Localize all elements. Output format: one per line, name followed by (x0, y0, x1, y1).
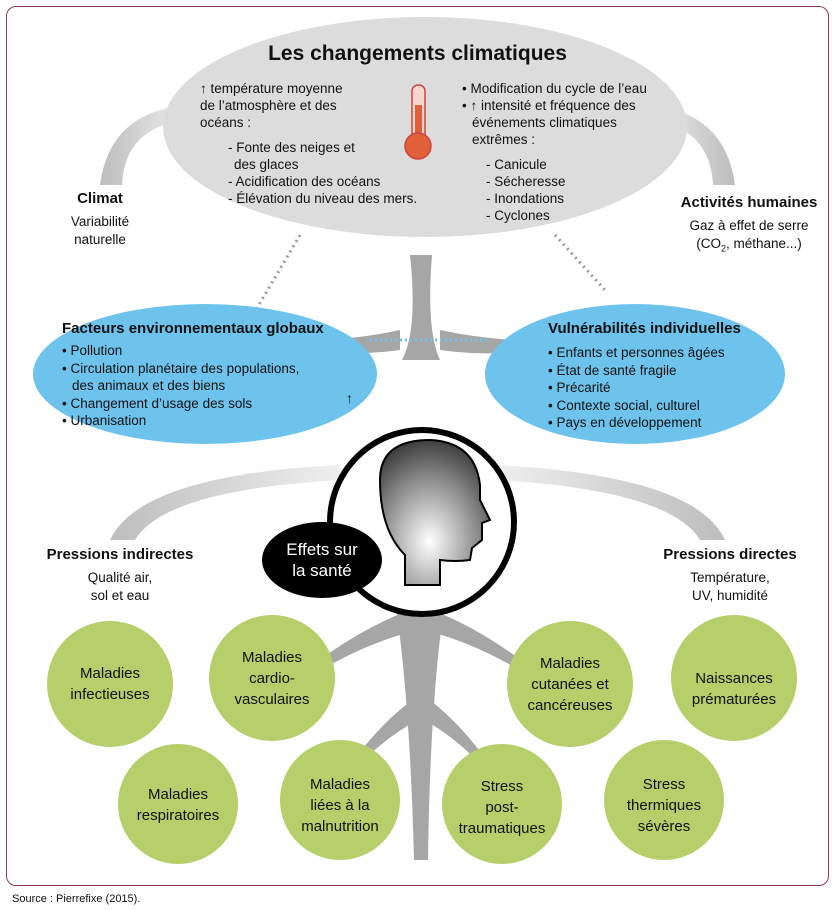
pressions-indirectes-sub: sol et eau (90, 588, 150, 603)
facteurs-item: • Circulation planétaire des populations… (62, 360, 300, 376)
center-left-text: ↑ température moyenne de l’atmosphère et… (200, 80, 417, 207)
text-line: - Acidification des océans (228, 174, 381, 189)
effets-label: Effets sur la santé (262, 539, 382, 581)
text-line: • Modification du cycle de l’eau (462, 81, 647, 96)
vulnerabilites-item: • Enfants et personnes âgées (548, 345, 725, 360)
activites-label: Activités humaines Gaz à effet de serre … (664, 194, 834, 258)
effets-ellipse (262, 522, 382, 598)
pressions-indirectes-title: Pressions indirectes (46, 546, 194, 563)
pressions-directes-sub: UV, humidité (691, 588, 769, 603)
vulnerabilites-item: • Précarité (548, 380, 611, 395)
facteurs-block: Facteurs environnementaux globaux • Poll… (62, 320, 324, 430)
vulnerabilites-item: • Contexte social, culturel (548, 397, 700, 413)
dotted-connector-right (553, 233, 607, 292)
text-line: - Fonte des neiges et (228, 140, 355, 155)
pressions-directes-title: Pressions directes (663, 546, 797, 563)
effets-line: Effets sur (286, 540, 358, 559)
frame (6, 6, 829, 886)
pressions-directes-label: Pressions directes Température, UV, humi… (640, 546, 820, 605)
spacer (200, 131, 417, 139)
text-line: de l’atmosphère et des (200, 98, 337, 113)
climat-label: Climat Variabilité naturelle (50, 190, 150, 249)
climat-sub: Variabilité (70, 214, 130, 229)
pressions-indirectes-label: Pressions indirectes Qualité air, sol et… (30, 546, 210, 605)
text-line: événements climatiques (472, 115, 617, 130)
center-right-text: • Modification du cycle de l’eau • ↑ int… (462, 80, 647, 224)
arc-directes (495, 465, 725, 540)
activites-sub2: (CO2, méthane...) (696, 236, 802, 254)
climat-sub: naturelle (74, 232, 126, 247)
disease-circles (47, 615, 797, 864)
text-line: - Élévation du niveau des mers. (228, 191, 418, 206)
vulnerabilites-block: Vulnérabilités individuelles • Enfants e… (548, 320, 741, 432)
facteurs-item: • Pollution (62, 343, 123, 358)
effets-line: la santé (292, 561, 352, 580)
vulnerabilites-ellipse (485, 304, 785, 444)
thermometer-icon (404, 84, 432, 160)
arc-climat (100, 105, 190, 185)
climat-title: Climat (77, 190, 123, 207)
text-line: - Canicule (486, 157, 547, 172)
facteurs-item: • Changement d’usage des sols (62, 395, 253, 411)
text-line: - Inondations (486, 191, 565, 206)
facteurs-item: des animaux et des biens (72, 378, 226, 393)
dotted-connector-left (248, 234, 302, 321)
activites-title: Activités humaines (680, 194, 818, 211)
facteurs-ellipse (33, 304, 377, 444)
pressions-indirectes-sub: Qualité air, (87, 570, 153, 585)
text-line: océans : (200, 115, 252, 130)
main-title: Les changements climatiques (268, 42, 567, 65)
head-icon (378, 438, 492, 586)
pressions-directes-sub: Température, (690, 570, 770, 585)
text-line: - Cyclones (486, 208, 550, 223)
source-caption: Source : Pierrefixe (2015). (12, 893, 141, 905)
facteurs-item: • Urbanisation (62, 413, 147, 428)
facteurs-title: Facteurs environnementaux globaux (62, 320, 324, 337)
spacer (462, 148, 647, 156)
up-arrow-icon: ↑ (346, 390, 353, 406)
text-line: • ↑ intensité et fréquence des (462, 98, 636, 113)
activites-sub: Gaz à effet de serre (689, 218, 809, 233)
arc-activites (645, 105, 735, 185)
arc-indirectes (110, 465, 340, 540)
vulnerabilites-title: Vulnérabilités individuelles (548, 320, 741, 337)
text-line: extrêmes : (472, 132, 536, 147)
text-line: des glaces (234, 157, 299, 172)
text-line: ↑ température moyenne (200, 81, 343, 96)
vulnerabilites-item: • Pays en développement (548, 415, 702, 430)
vulnerabilites-item: • État de santé fragile (548, 362, 677, 378)
text-line: - Sécheresse (486, 174, 566, 189)
